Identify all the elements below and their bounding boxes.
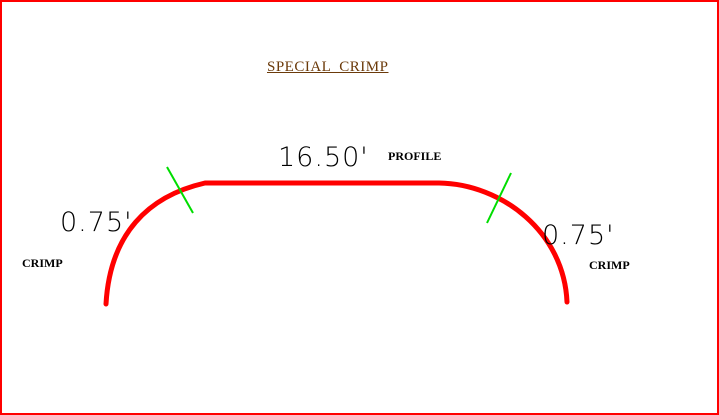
profile-label: PROFILE [388, 149, 442, 163]
drawing-title: SPECIAL CRIMP [267, 59, 389, 75]
left-crimp-dimension: 0.75' [60, 207, 133, 238]
right-crimp-label: CRIMP [589, 258, 630, 272]
profile-line [103, 180, 570, 307]
right-crimp-dimension: 0.75' [542, 220, 615, 251]
left-crimp-label: CRIMP [22, 256, 63, 270]
profile-dimension: 16.50' [278, 142, 369, 173]
right-break-tick [486, 172, 512, 224]
left-break-tick [166, 166, 194, 214]
